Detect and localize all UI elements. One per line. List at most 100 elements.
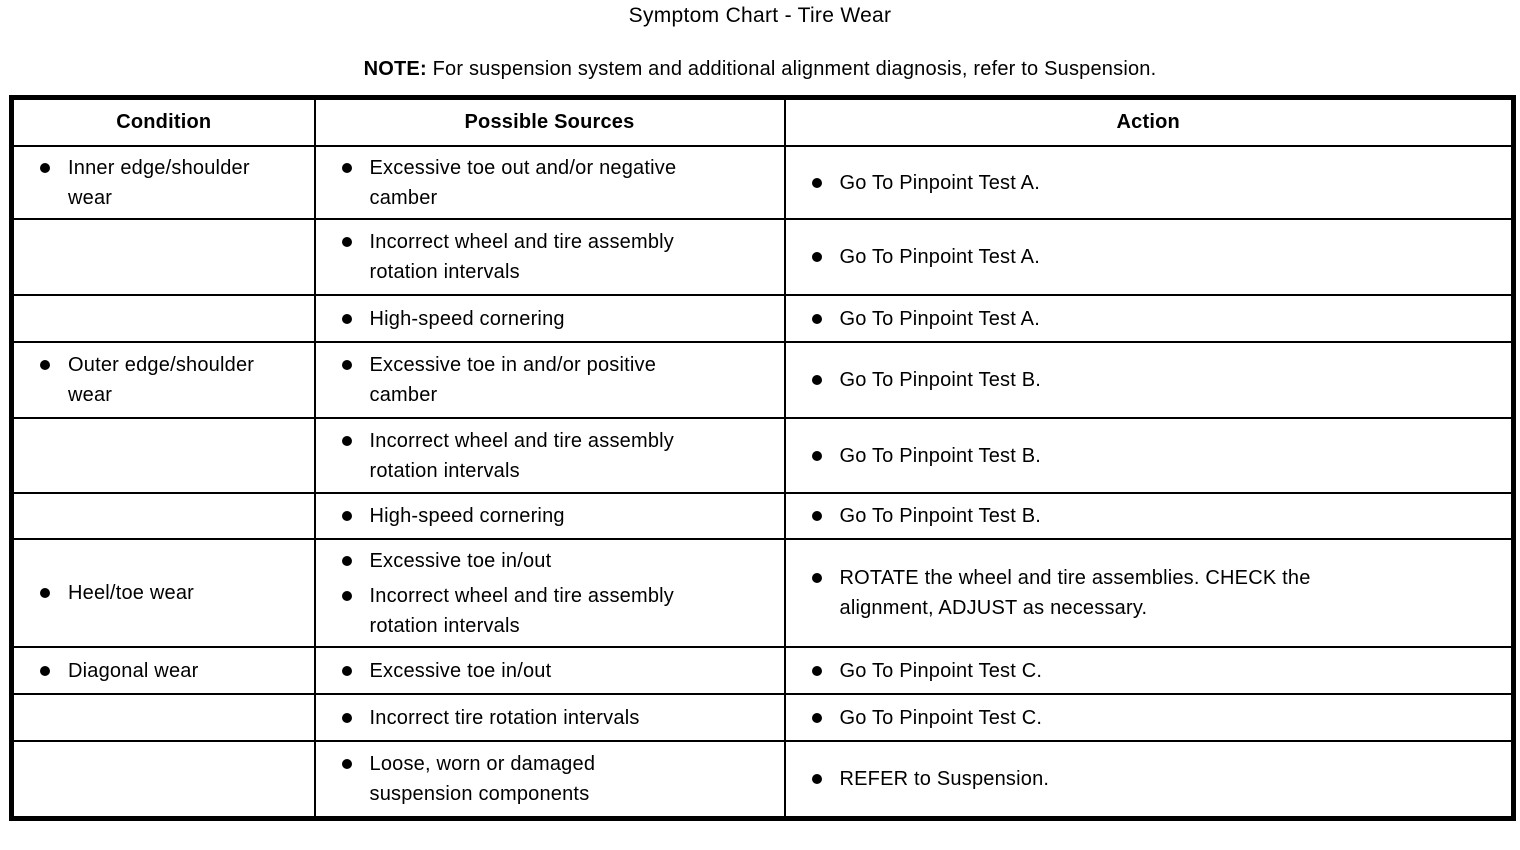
bullet-icon <box>811 665 822 676</box>
action-cell: Go To Pinpoint Test B. <box>783 492 1515 540</box>
action-cell: Go To Pinpoint Test A. <box>783 218 1515 296</box>
condition-cell: Heel/toe wear <box>10 538 316 648</box>
cell-text: Go To Pinpoint Test A. <box>839 246 1040 268</box>
condition-cell <box>10 294 316 343</box>
possible-sources-cell: Excessive toe in and/or positive camber <box>313 341 786 419</box>
cell-text: Go To Pinpoint Test B. <box>839 505 1042 527</box>
condition-cell <box>10 740 316 819</box>
bullet-icon <box>341 360 352 370</box>
note-text: For suspension system and additional ali… <box>432 58 1157 80</box>
bullet-icon <box>811 177 822 188</box>
column-header-action: Action <box>783 96 1515 147</box>
cell-text: Excessive toe out and/or negative camber <box>369 156 677 209</box>
table-row: Diagonal wear Excessive toe in/out Go To P… <box>10 646 1515 695</box>
bullet-item: High-speed cornering <box>317 304 783 334</box>
symptom-table-body: Inner edge/shoulder wear Excessive toe ou… <box>10 145 1515 819</box>
condition-cell: Inner edge/shoulder wear <box>10 145 316 220</box>
cell-text: Go To Pinpoint Test C. <box>839 659 1043 682</box>
cell-text: Excessive toe in and/or positive camber <box>369 354 657 406</box>
condition-cell <box>10 218 316 296</box>
bullet-item: Excessive toe out and/or negative camber <box>317 153 783 213</box>
possible-sources-cell: Incorrect wheel and tire assembly rotati… <box>313 417 786 494</box>
cell-text: Go To Pinpoint Test B. <box>839 369 1042 391</box>
bullet-item: Go To Pinpoint Test B. <box>787 365 1512 395</box>
possible-sources-cell: Excessive toe out and/or negative camber <box>313 145 786 220</box>
cell-text: Excessive toe in/out <box>369 659 552 682</box>
cell-text: Incorrect wheel and tire assembly rotati… <box>369 231 675 283</box>
action-cell: Go To Pinpoint Test B. <box>783 341 1515 419</box>
bullet-icon <box>341 237 352 247</box>
bullet-item: Incorrect wheel and tire assembly rotati… <box>317 426 783 486</box>
table-row: Incorrect tire rotation intervals Go To P… <box>10 693 1515 742</box>
cell-text: High-speed cornering <box>369 307 565 330</box>
cell-text: Incorrect wheel and tire assembly rotati… <box>369 584 675 637</box>
bullet-icon <box>811 252 822 262</box>
action-cell: Go To Pinpoint Test A. <box>783 145 1515 220</box>
bullet-icon <box>811 375 822 385</box>
bullet-icon <box>341 665 352 676</box>
action-cell: Go To Pinpoint Test C. <box>783 646 1515 695</box>
bullet-item: Inner edge/shoulder wear <box>14 153 313 213</box>
table-row: High-speed cornering Go To Pinpoint Test … <box>10 294 1515 343</box>
bullet-icon <box>341 712 352 723</box>
bullet-icon <box>40 162 50 173</box>
cell-text: Go To Pinpoint Test A. <box>839 307 1040 330</box>
table-row: Inner edge/shoulder wear Excessive toe ou… <box>10 145 1515 220</box>
bullet-item: Go To Pinpoint Test B. <box>787 501 1512 531</box>
possible-sources-cell: Excessive toe in/out <box>313 646 786 695</box>
action-cell: REFER to Suspension. <box>783 740 1515 819</box>
bullet-item: Go To Pinpoint Test C. <box>787 703 1512 733</box>
action-cell: Go To Pinpoint Test A. <box>783 294 1515 343</box>
bullet-icon <box>811 712 822 723</box>
bullet-icon <box>811 573 822 583</box>
cell-text: Loose, worn or damaged suspension compon… <box>369 752 596 805</box>
bullet-icon <box>341 435 352 446</box>
cell-text: Excessive toe in/out <box>369 549 552 572</box>
bullet-item: ROTATE the wheel and tire assemblies. CH… <box>787 563 1512 623</box>
bullet-icon <box>40 588 50 598</box>
condition-cell: Diagonal wear <box>10 646 316 695</box>
bullet-icon <box>811 313 822 324</box>
column-header-possible-sources: Possible Sources <box>313 96 786 147</box>
bullet-item: Excessive toe in/out <box>317 656 783 686</box>
bullet-icon <box>341 162 352 173</box>
condition-cell: Outer edge/shoulder wear <box>10 341 316 419</box>
bullet-item: Go To Pinpoint Test C. <box>787 656 1512 686</box>
bullet-item: Heel/toe wear <box>14 578 313 608</box>
action-cell: Go To Pinpoint Test C. <box>783 693 1515 742</box>
cell-text: ROTATE the wheel and tire assemblies. CH… <box>839 567 1311 619</box>
bullet-icon <box>40 665 50 676</box>
bullet-item: Diagonal wear <box>14 656 313 686</box>
symptom-table: Condition Possible Sources Action Inner … <box>9 95 1516 821</box>
cell-text: Incorrect wheel and tire assembly rotati… <box>369 429 675 482</box>
cell-text: Go To Pinpoint Test A. <box>839 171 1040 194</box>
cell-text: Diagonal wear <box>68 659 199 682</box>
bullet-item: Outer edge/shoulder wear <box>14 350 313 410</box>
possible-sources-cell: Loose, worn or damaged suspension compon… <box>313 740 786 819</box>
note-label: NOTE: <box>363 58 427 80</box>
table-row: Incorrect wheel and tire assembly rotati… <box>10 417 1515 494</box>
cell-text: Go To Pinpoint Test B. <box>839 444 1042 467</box>
bullet-icon <box>811 511 822 521</box>
bullet-item: REFER to Suspension. <box>787 764 1512 794</box>
possible-sources-cell: High-speed cornering <box>313 294 786 343</box>
possible-sources-cell: Incorrect tire rotation intervals <box>313 693 786 742</box>
cell-text: Go To Pinpoint Test C. <box>839 706 1043 729</box>
cell-text: REFER to Suspension. <box>839 767 1050 790</box>
possible-sources-cell: Incorrect wheel and tire assembly rotati… <box>313 218 786 296</box>
cell-text: Inner edge/shoulder wear <box>68 156 250 209</box>
cell-text: Incorrect tire rotation intervals <box>369 706 640 729</box>
bullet-item: Go To Pinpoint Test A. <box>787 242 1512 272</box>
note: NOTE: For suspension system and addition… <box>0 58 1520 81</box>
bullet-icon <box>341 590 352 601</box>
column-header-condition: Condition <box>10 96 316 147</box>
bullet-icon <box>341 758 352 769</box>
page-title: Symptom Chart - Tire Wear <box>628 4 892 27</box>
table-row: Loose, worn or damaged suspension compon… <box>10 740 1515 819</box>
cell-text: Outer edge/shoulder wear <box>68 354 255 406</box>
bullet-icon <box>811 450 822 461</box>
